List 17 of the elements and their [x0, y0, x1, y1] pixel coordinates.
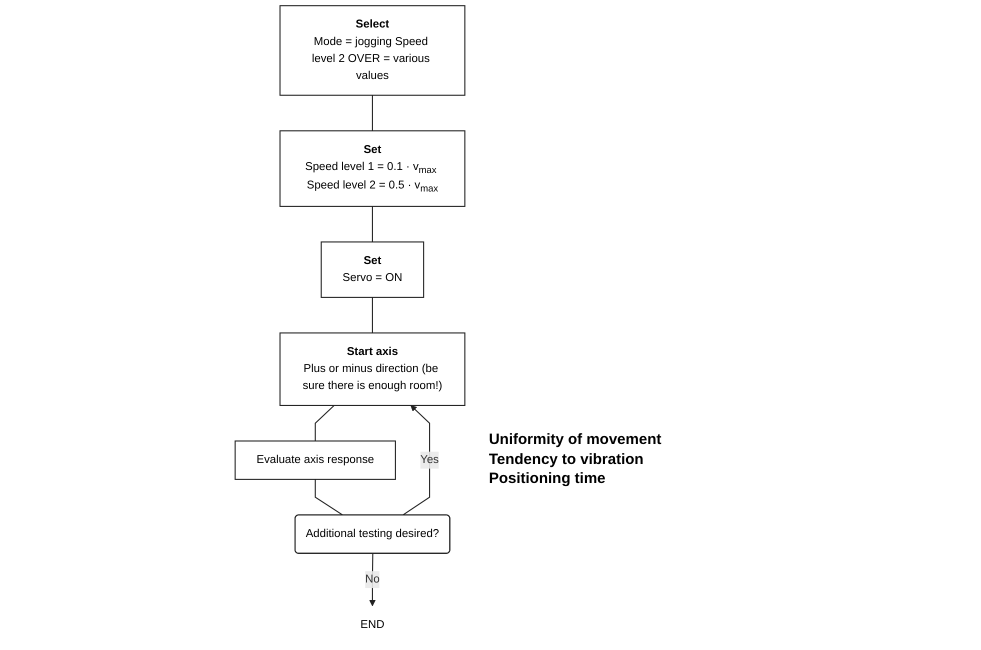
connector [372, 95, 373, 131]
node-box: Select Mode = jogging Speed level 2 OVER = various values [279, 5, 466, 96]
edge-label: Yes [420, 454, 439, 466]
node-box: Evaluate axis response [234, 440, 396, 480]
connector [314, 405, 334, 441]
node-box: Set Speed level 1 = 0.1 · v$_{max}$ Speed level 2 = 0.5 · v$_{max}$ [279, 130, 466, 207]
node-box: Set Servo = ON [320, 241, 424, 298]
note-text: Uniformity of movement [488, 430, 662, 450]
edge-label: No [365, 573, 380, 586]
arrow [402, 405, 430, 516]
note-text: Tendency to vibration [488, 450, 645, 470]
node-box: Start axis Plus or minus direction (be sure there is enough room!) [279, 332, 466, 406]
connector [372, 297, 373, 333]
note-text: Positioning time [488, 469, 607, 489]
node-text: END [360, 618, 384, 631]
connector [314, 479, 344, 516]
connector [372, 206, 373, 242]
